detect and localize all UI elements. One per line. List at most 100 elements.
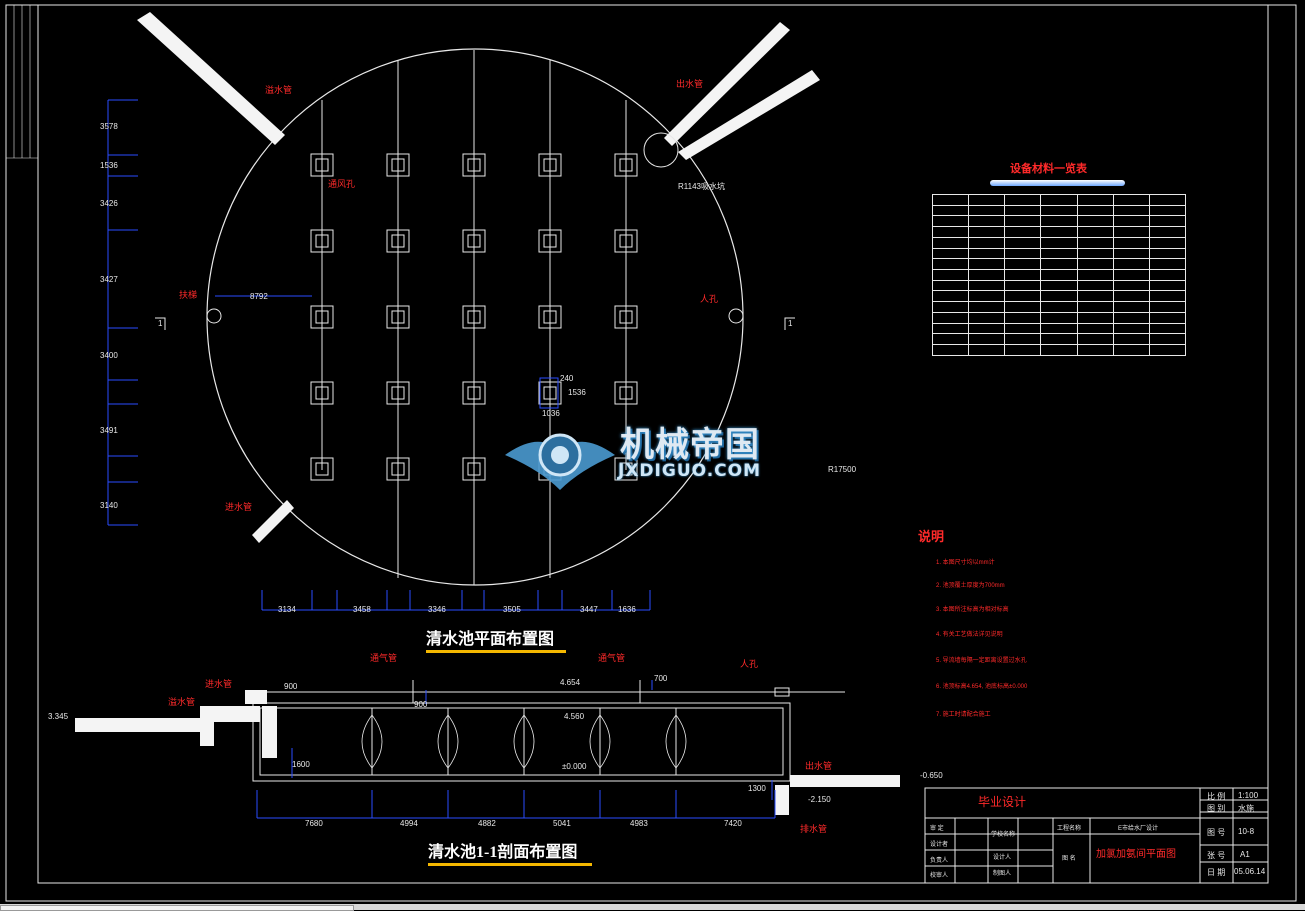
bottom-dimension-chain: [261, 590, 651, 611]
section-label-vent1: 通气管: [370, 653, 398, 663]
table-cell: [1148, 247, 1187, 260]
watermark-cn: 机械帝国: [620, 425, 760, 465]
table-cell: [1112, 333, 1150, 346]
table-cell: [1040, 204, 1078, 217]
baffle-walls: [321, 50, 627, 585]
section-pipes: [75, 690, 900, 815]
table-cell: [1148, 344, 1187, 356]
watermark-logo-icon: [505, 433, 615, 490]
table-cell: [1076, 269, 1114, 281]
vent-hole: [462, 457, 486, 481]
table-cell: [1148, 322, 1187, 335]
tb-designer: 设计人: [993, 855, 1012, 861]
table-cell: [931, 311, 970, 324]
table-cell: [1148, 333, 1187, 346]
vent-hole: [538, 153, 562, 177]
table-cell: [1148, 301, 1187, 313]
section-title: 清水池1-1剖面布置图: [428, 844, 578, 861]
table-row: [931, 269, 1187, 281]
table-cell: [1004, 322, 1042, 335]
table-cell: [931, 333, 970, 346]
table-cell: [1112, 279, 1150, 292]
tb-engineering: E市给水厂设计: [1118, 826, 1159, 832]
title-block-lines: [924, 787, 1269, 884]
table-cell: [931, 269, 970, 281]
table-cell: [1076, 236, 1114, 249]
left-dim-5: 3400: [100, 351, 118, 360]
plan-title: 清水池平面布置图: [426, 631, 555, 648]
table-row: [931, 236, 1187, 249]
tb-scale: 1:100: [1238, 791, 1259, 800]
table-cell: [1076, 301, 1114, 313]
table-row: [931, 290, 1187, 303]
elev-minus-2150: -2.150: [808, 795, 831, 804]
bottom-dim-5: 3447: [580, 605, 598, 614]
table-cell: [1148, 258, 1187, 271]
table-cell: [1040, 333, 1078, 346]
vent-hole-inner: [467, 386, 481, 400]
table-cell: [1004, 215, 1042, 228]
table-cell: [1112, 290, 1150, 303]
table-row: [931, 311, 1187, 324]
vent-hole: [386, 381, 410, 405]
table-cell: [931, 194, 970, 206]
vent-grid: [310, 153, 638, 481]
table-cell: [1004, 236, 1042, 249]
table-cell: [931, 344, 970, 356]
elev-4654: 4.654: [560, 678, 581, 687]
table-cell: [1040, 311, 1078, 324]
section-title-underline: [428, 863, 592, 866]
table-cell: [1112, 226, 1150, 238]
vent-hole-inner: [315, 462, 329, 476]
vent-hole-inner: [543, 234, 557, 248]
section-dim-700: 700: [654, 674, 668, 683]
table-cell: [1040, 258, 1078, 271]
table-cell: [931, 236, 970, 249]
note-4: 4. 有关工艺做法详见说明: [936, 632, 1003, 638]
section-dimensions: [256, 680, 776, 819]
table-cell: [1148, 269, 1187, 281]
table-row: [931, 279, 1187, 292]
table-cell: [1004, 204, 1042, 217]
table-cell: [931, 322, 970, 335]
table-row: [931, 204, 1187, 217]
vent-hole-inner: [619, 386, 633, 400]
table-row: [931, 215, 1187, 228]
tb-sheet: A1: [1240, 850, 1250, 859]
table-cell: [1112, 311, 1150, 324]
horizontal-scrollbar[interactable]: [0, 904, 1305, 910]
section-bottom-dim-3: 4882: [478, 819, 496, 828]
materials-title-bar: [990, 180, 1125, 186]
table-cell: [1076, 194, 1114, 206]
table-cell: [931, 204, 970, 217]
section-label-inlet: 进水管: [205, 679, 233, 689]
table-cell: [1148, 194, 1187, 206]
section-bottom-dim-5: 4983: [630, 819, 648, 828]
table-cell: [1004, 333, 1042, 346]
vent-hole: [462, 305, 486, 329]
vent-hole: [386, 153, 410, 177]
note-7: 7. 施工时请配合施工: [936, 712, 991, 718]
table-cell: [1004, 247, 1042, 260]
table-cell: [1112, 258, 1150, 271]
bottom-dim-3: 3346: [428, 605, 446, 614]
vent-hole-inner: [391, 386, 405, 400]
horizontal-scrollbar-thumb[interactable]: [0, 905, 354, 911]
section-bottom-dim-6: 7420: [724, 819, 742, 828]
table-cell: [1040, 301, 1078, 313]
table-cell: [1076, 226, 1114, 238]
table-cell: [1148, 215, 1187, 228]
table-cell: [968, 258, 1006, 271]
table-cell: [968, 311, 1006, 324]
section-label-drain: 排水管: [800, 824, 828, 834]
tb-unit-label: 图 别: [1207, 804, 1226, 813]
table-row: [931, 301, 1187, 313]
vent-hole: [614, 305, 638, 329]
section-label-outlet: 出水管: [805, 761, 833, 771]
vent-hole: [614, 381, 638, 405]
vent-hole-inner: [315, 310, 329, 324]
left-dim-2: 1536: [100, 161, 118, 170]
section-bottom-dim-4: 5041: [553, 819, 571, 828]
label-ladder: 扶梯: [179, 290, 198, 300]
